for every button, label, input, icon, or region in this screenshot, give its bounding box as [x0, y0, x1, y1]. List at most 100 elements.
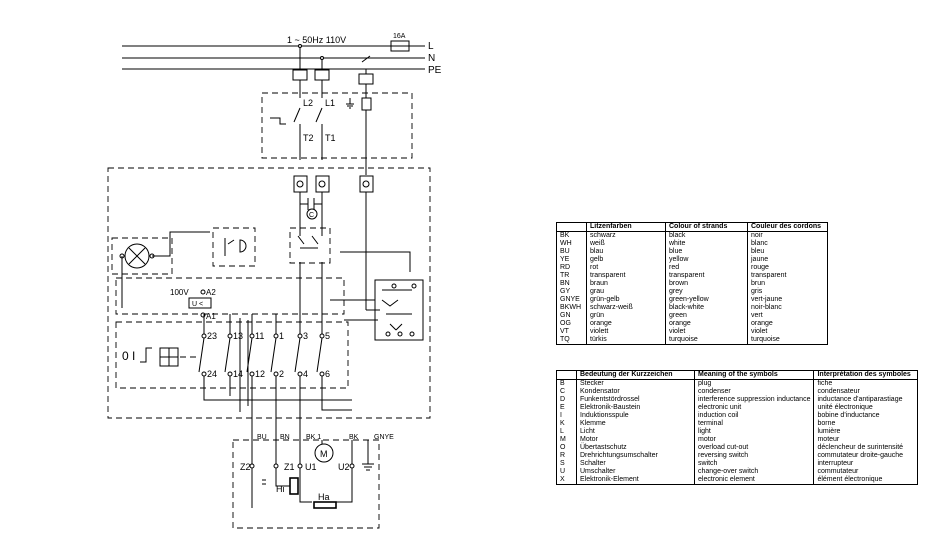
symbol-table-row-cell: Elektronik-Baustein [576, 404, 695, 412]
contact-bottom-4: 4 [303, 369, 308, 379]
symbol-table-row-cell: plug [694, 379, 815, 388]
symbol-table-row-cell: Funkentstördrossel [576, 396, 695, 404]
line-label-pe: PE [428, 65, 442, 76]
fuse-label: 16A [393, 33, 406, 40]
colour-table-row-cell: GY [556, 288, 587, 296]
contact-13: 13 14 [224, 331, 243, 379]
colour-header-de: Litzenfarben [586, 222, 666, 232]
symbol-table-row-cell: terminal [694, 420, 815, 428]
colour-table-row-cell: BN [556, 280, 587, 288]
symbol-table-row-cell: motor [694, 436, 815, 444]
colour-table-row-cell: black [665, 231, 748, 240]
contact-top-13: 13 [233, 331, 243, 341]
colour-table-row-cell: noir [751, 232, 763, 239]
colour-table-row-cell: orange [751, 320, 773, 327]
symbol-header-en: Meaning of the symbols [694, 370, 815, 380]
colour-table-row-cell: gelb [586, 256, 666, 264]
colour-table-row-cell: brun [751, 280, 766, 287]
contact-top-3: 3 [303, 331, 308, 341]
fuse-symbol [390, 40, 410, 52]
colour-table-row-cell: GN [556, 312, 587, 320]
symbol-table-row-cell: light [694, 428, 815, 436]
symbol-table-row-cell: fiche [817, 380, 833, 387]
switch-box [289, 227, 331, 264]
symbol-table-row-cell: condensateur [817, 388, 860, 395]
symbol-table-row-cell: Übertastschutz [576, 444, 695, 452]
colour-table-row-cell: gris [751, 288, 763, 295]
symbol-table-row-cell: E [556, 404, 577, 412]
colour-table-row-cell: transparent [586, 272, 666, 280]
colour-table-row-cell: transparent [751, 272, 787, 279]
colour-table-row-cell: blau [586, 248, 666, 256]
symbol-header-code [556, 370, 577, 380]
colour-table-row-cell: BU [556, 248, 587, 256]
symbol-table-row-cell: bobine d'inductance [817, 412, 880, 419]
main-switch: L2 L1 T2 T1 [270, 80, 372, 175]
switch-top-l2: L2 [303, 98, 313, 108]
symbol-table-row-cell: L [556, 428, 577, 436]
colour-table-row-cell: yellow [665, 256, 748, 264]
coil-hi-label: Hi [276, 484, 285, 494]
symbol-table-row-cell: Induktionsspule [576, 412, 695, 420]
colour-table-row-cell: violet [751, 328, 768, 335]
coil-ha-label: Ha [318, 492, 330, 502]
colour-table-row-cell: grau [586, 288, 666, 296]
symbol-header-de: Bedeutung der Kurzzeichen [576, 370, 695, 380]
symbol-table-header: Bedeutung der Kurzzeichen Meaning of the… [556, 370, 918, 380]
relay-a1: A1 [206, 312, 216, 321]
contactor-box [115, 321, 349, 389]
symbol-table-row-cell: condenser [694, 388, 815, 396]
contact-bottom-2: 2 [279, 369, 284, 379]
symbol-legend-table: Bedeutung der Kurzzeichen Meaning of the… [556, 370, 918, 485]
motor-label: M [320, 449, 328, 459]
colour-table-row-cell: TR [556, 272, 587, 280]
colour-table-row-cell: transparent [665, 272, 748, 280]
colour-table-row-cell: bleu [751, 248, 765, 255]
symbol-table-row-cell: Elektronik-Element [576, 476, 695, 485]
colour-table-row-cell: red [665, 264, 748, 272]
contact-bottom-24: 24 [207, 369, 217, 379]
symbol-table-row-cell: S [556, 460, 577, 468]
terminal-block [293, 175, 374, 193]
main-switch-box [261, 92, 413, 159]
contact-11: 11 12 [246, 331, 265, 379]
colour-table-row-cell: schwarz [586, 231, 666, 240]
colour-table-row-cell: noir-blanc [751, 304, 782, 311]
relay-box-label: U < [192, 301, 203, 308]
symbol-header-fr: Interprétation des symboles [813, 370, 918, 380]
symbol-table-row-cell: déclencheur de surintensité [817, 444, 904, 451]
contact-top-1: 1 [279, 331, 284, 341]
symbol-table-row-cell: electronic unit [694, 404, 815, 412]
motor-term-z2: Z2 [240, 462, 251, 472]
motor-term-z1: Z1 [284, 462, 295, 472]
symbol-table-row-cell: switch [694, 460, 815, 468]
symbol-table-row-cell: moteur [817, 436, 840, 443]
symbol-table-row-cell: Stecker [576, 379, 695, 388]
lamp-box [212, 227, 256, 267]
colour-table-row-cell: GNYE [556, 296, 587, 304]
colour-table-row-cell: grün [586, 312, 666, 320]
colour-table-row-cell: rouge [751, 264, 769, 271]
colour-table-row-cell: RD [556, 264, 587, 272]
colour-table-row-cell: orange [665, 320, 748, 328]
supply-lines: 16A 1 ~ 50Hz 110V L N PE [122, 33, 442, 76]
contact-3: 3 4 [294, 331, 308, 379]
colour-table-row-cell: blue [665, 248, 748, 256]
colour-table-row-cell: WH [556, 240, 587, 248]
symbol-table-row-cell: commutateur droite-gauche [817, 452, 904, 459]
colour-table-row-cell: green-yellow [665, 296, 748, 304]
supply-header: 1 ~ 50Hz 110V [287, 35, 346, 45]
symbol-table-row-cell: borne [817, 420, 836, 427]
